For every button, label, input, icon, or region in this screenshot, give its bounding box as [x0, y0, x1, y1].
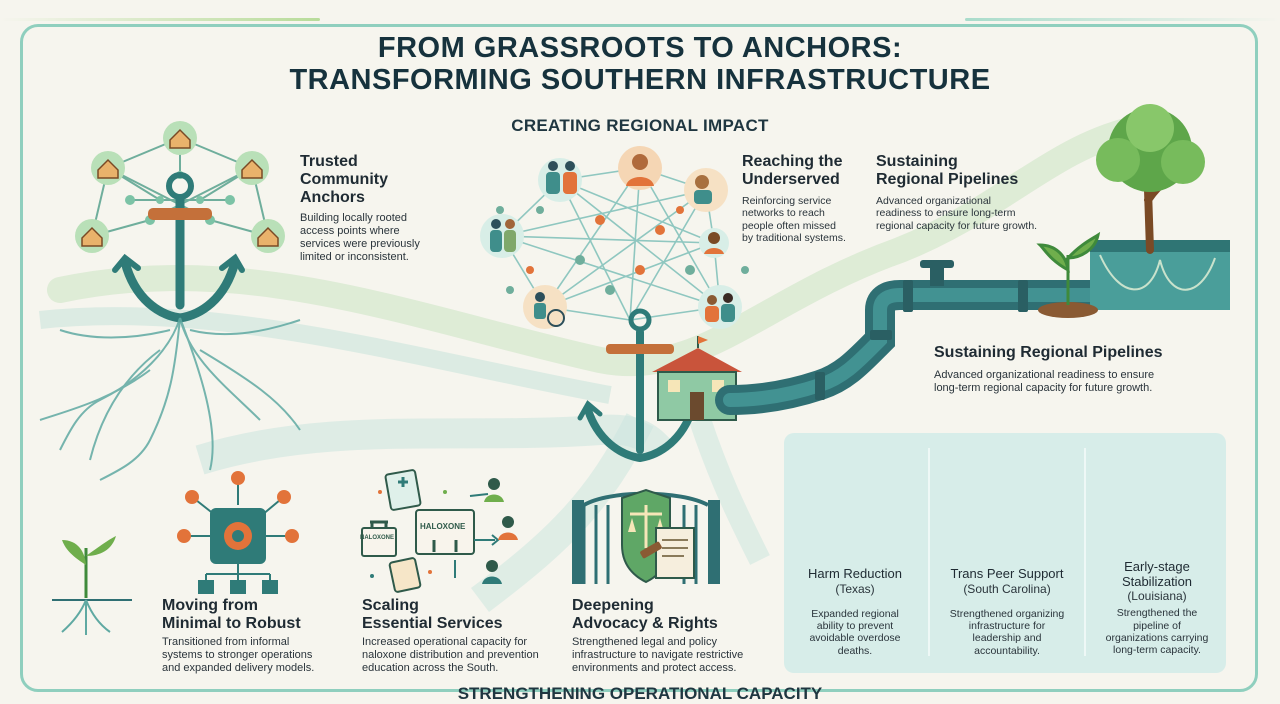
anchor-left-stock	[148, 208, 212, 220]
moving-body-1: Transitioned from informal	[162, 635, 290, 648]
deepening-heading-2: Advocacy & Rights	[572, 614, 718, 632]
sustaining-mid-block: Sustaining Regional Pipelines Advanced o…	[934, 344, 1224, 395]
deepening-heading-1: Deepening	[572, 597, 654, 614]
card-stab-title-1: Early-stage	[1124, 559, 1190, 574]
card-peer-title: Trans Peer Support	[950, 566, 1064, 581]
title-line-1: FROM GRASSROOTS TO ANCHORS:	[377, 32, 903, 64]
card-stab-body-4: long-term capacity.	[1113, 644, 1201, 657]
infographic-frame	[20, 24, 1258, 692]
soil-mound	[1038, 302, 1098, 318]
network-nodes	[496, 206, 749, 295]
card-peer-state: (South Carolina)	[963, 581, 1051, 596]
section-title-bottom: STRENGTHENING OPERATIONAL CAPACITY	[457, 684, 823, 703]
moving-heading-2: Minimal to Robust	[162, 614, 301, 632]
trusted-heading-1: Trusted	[300, 153, 358, 170]
seedling-icon	[52, 536, 132, 635]
sustaining-top-body-3: regional capacity for future growth.	[876, 219, 1038, 232]
naloxone-label-1: NALOXONE	[360, 535, 395, 541]
pipeline	[715, 280, 1105, 415]
moving-body-3: and expanded delivery models.	[162, 661, 315, 674]
reaching-body-1: Reinforcing service	[742, 194, 832, 207]
deepening-block: Deepening Advocacy & Rights Strengthened…	[572, 597, 782, 675]
moving-body-2: systems to stronger operations	[162, 648, 313, 661]
reaching-body-3: people often missed	[742, 219, 836, 232]
deepening-body-1: Strengthened legal and policy	[572, 635, 717, 648]
outcomes-panel	[784, 433, 1226, 673]
naloxone-label-2: HALOXONE	[420, 522, 466, 531]
deepening-body-2: infrastructure to navigate restrictive	[572, 648, 744, 661]
reaching-block: Reaching the Underserved Reinforcing ser…	[742, 153, 872, 244]
deepening-body-3: environments and protect access.	[572, 661, 737, 674]
trusted-body-3: services were previously	[300, 237, 420, 250]
scaling-heading-1: Scaling	[362, 597, 419, 614]
house-icons	[75, 121, 285, 253]
org-structure-icon	[177, 471, 299, 594]
card-peer-body-1: Strengthened organizing	[949, 607, 1065, 620]
gate-shield-icon	[572, 488, 720, 584]
trusted-heading-3: Anchors	[300, 188, 365, 206]
reaching-heading-2: Underserved	[742, 170, 840, 188]
panel-divider-2	[1084, 448, 1086, 656]
card-peer-body-4: accountability.	[974, 644, 1040, 657]
title-line-2: TRANSFORMING SOUTHERN INFRASTRUCTURE	[289, 64, 991, 96]
decorative-line-left	[0, 18, 320, 21]
card-stab-title-2: Stabilization	[1121, 573, 1193, 589]
card-harm-body-3: avoidable overdose	[809, 632, 901, 645]
tree-icon	[1096, 104, 1205, 254]
sustaining-top-body-2: readiness to ensure long-term	[876, 207, 1016, 220]
sustaining-top-heading-1: Sustaining	[876, 153, 958, 170]
card-peer-body-3: leadership and	[972, 632, 1042, 645]
card-stab-body-3: organizations carrying	[1105, 632, 1209, 644]
sustaining-mid-body-2: long-term regional capacity for future g…	[934, 381, 1153, 394]
sustaining-top-heading-2: Regional Pipelines	[876, 170, 1019, 188]
people-icons	[480, 146, 742, 329]
trusted-body-1: Building locally rooted	[300, 211, 408, 224]
moving-heading-1: Moving from	[162, 597, 258, 614]
anchor-left	[112, 172, 245, 323]
scaling-body-1: Increased operational capacity for	[362, 635, 528, 648]
card-harm-state: (Texas)	[835, 581, 875, 596]
card-stab-body-2: pipeline of	[1133, 619, 1181, 632]
sustaining-top-block: Sustaining Regional Pipelines Advanced o…	[876, 153, 1076, 232]
sustaining-mid-body-1: Advanced organizational readiness to ens…	[934, 368, 1155, 381]
card-harm-body-2: ability to prevent	[816, 620, 894, 633]
card-peer-body-2: infrastructure for	[968, 620, 1046, 633]
reaching-heading-1: Reaching the	[742, 153, 843, 170]
roots-left	[39, 317, 301, 481]
sustaining-top-body-1: Advanced organizational	[876, 194, 991, 207]
card-stab-body-1: Strengthened the	[1116, 607, 1198, 620]
valve-icon	[920, 260, 954, 286]
card-stabilization: Early-stage Stabilization (Louisiana) St…	[1090, 559, 1224, 657]
pipe-joints	[815, 280, 1028, 400]
card-stab-state: (Louisiana)	[1127, 589, 1187, 604]
card-peer-support: Trans Peer Support (South Carolina) Stre…	[936, 566, 1078, 657]
scaling-heading-2: Essential Services	[362, 614, 503, 632]
section-title-top: CREATING REGIONAL IMPACT	[511, 116, 769, 135]
card-harm-title: Harm Reduction	[808, 566, 902, 581]
anchor-center-stock	[606, 344, 674, 354]
reaching-body-4: by traditional systems.	[742, 231, 846, 244]
panel-divider-1	[928, 448, 930, 656]
scaling-body-2: naloxone distribution and prevention	[362, 648, 539, 661]
moving-block: Moving from Minimal to Robust Transition…	[162, 597, 362, 675]
pipe-reservoir	[1090, 240, 1230, 310]
trusted-body-2: access points where	[300, 224, 400, 237]
trusted-anchors-block: Trusted Community Anchors Building local…	[300, 153, 450, 264]
trusted-body-4: limited or inconsistent.	[300, 250, 409, 263]
scaling-block: Scaling Essential Services Increased ope…	[362, 597, 572, 675]
card-harm-body-1: Expanded regional	[811, 607, 899, 620]
card-harm-body-4: deaths.	[837, 644, 873, 657]
decorative-line-right	[965, 18, 1280, 21]
trusted-heading-2: Community	[300, 170, 388, 188]
scaling-body-3: education across the South.	[362, 661, 499, 674]
reaching-body-2: networks to reach	[742, 207, 825, 220]
card-harm-reduction: Harm Reduction (Texas) Expanded regional…	[790, 566, 920, 657]
naloxone-icon	[361, 469, 518, 593]
sprout-icon	[1036, 231, 1101, 305]
sustaining-mid-heading: Sustaining Regional Pipelines	[934, 344, 1163, 361]
